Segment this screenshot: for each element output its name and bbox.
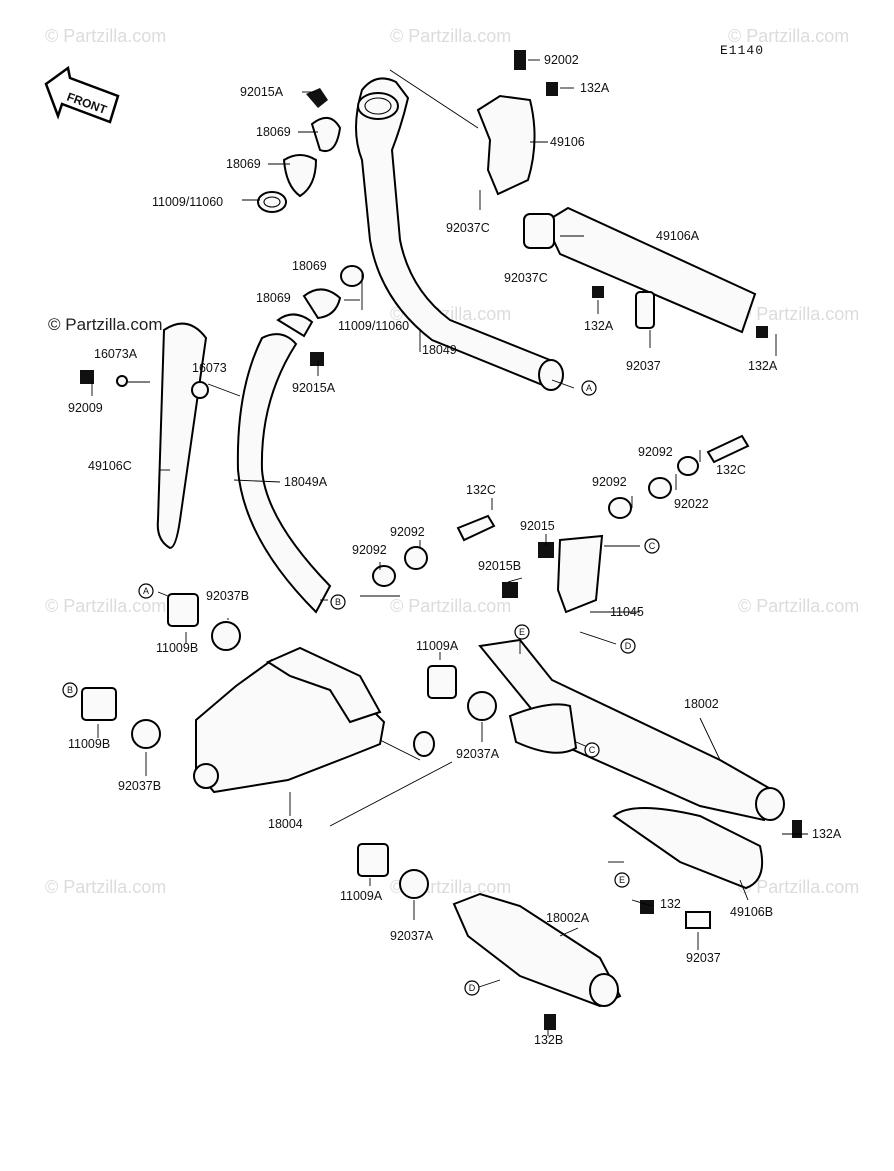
part-label-92009: 92009 [68, 401, 103, 415]
bolts [514, 50, 802, 1030]
part-label-132a: 132A [580, 81, 610, 95]
clamp-92037A [467, 691, 497, 721]
watermark: © Partzilla.com [45, 596, 166, 616]
gasket-11009B [167, 593, 199, 627]
part-label-18069: 18069 [256, 291, 291, 305]
heat-shield-49106C [156, 322, 208, 550]
part-label-11009b: 11009B [68, 737, 110, 751]
part-label-92037a: 92037A [456, 747, 500, 761]
heat-shield-49106B [612, 807, 764, 890]
part-label-92092: 92092 [592, 475, 627, 489]
part-label-92022: 92022 [674, 497, 709, 511]
leader-lines [91, 59, 808, 1036]
callout-c: C [589, 745, 596, 755]
part-label-132: 132 [660, 897, 681, 911]
part-label-92037a: 92037A [390, 929, 434, 943]
clamp-92037B-2 [131, 719, 161, 749]
part-label-49106a: 49106A [656, 229, 700, 243]
part-label-11009a: 11009A [416, 639, 459, 653]
header-pipe-18049 [355, 77, 564, 391]
gasket-11009B-2 [81, 687, 117, 721]
part-label-18002: 18002 [684, 697, 719, 711]
part-label-92092: 92092 [638, 445, 673, 459]
part-label-18049: 18049 [422, 343, 457, 357]
muffler-18002A [452, 892, 622, 1008]
heat-shield-49106 [476, 94, 536, 196]
gasket-11009A [427, 665, 457, 699]
callout-d: D [469, 983, 476, 993]
part-label-92015b: 92015B [478, 559, 521, 573]
part-label-16073a: 16073A [94, 347, 138, 361]
part-label-16073: 16073 [192, 361, 227, 375]
part-label-92092: 92092 [390, 525, 425, 539]
part-label-11009-11060: 11009/11060 [152, 195, 223, 209]
part-label-92037b: 92037B [118, 779, 161, 793]
part-label-92037: 92037 [686, 951, 721, 965]
callout-e: E [619, 875, 625, 885]
callout-b: B [335, 597, 341, 607]
watermark-dark: © Partzilla.com [48, 315, 163, 334]
part-label-132b: 132B [534, 1033, 563, 1047]
watermark: © Partzilla.com [45, 26, 166, 46]
part-label-49106b: 49106B [730, 905, 773, 919]
collector-18004 [193, 646, 435, 794]
watermark: © Partzilla.com [728, 26, 849, 46]
part-label-92002: 92002 [544, 53, 579, 67]
diagram-code: E1140 [720, 43, 764, 58]
callout-b: B [67, 685, 73, 695]
part-label-11009a: 11009A [340, 889, 383, 903]
callout-a: A [143, 586, 149, 596]
watermark: © Partzilla.com [738, 596, 859, 616]
gasket-11009A-2 [357, 843, 389, 877]
part-label-18069: 18069 [256, 125, 291, 139]
watermarks: © Partzilla.com © Partzilla.com © Partzi… [45, 26, 859, 897]
part-label-18069: 18069 [226, 157, 261, 171]
part-label-49106c: 49106C [88, 459, 132, 473]
part-label-11009b: 11009B [156, 641, 198, 655]
flange-parts-middle [276, 265, 364, 366]
callout-a: A [586, 383, 592, 393]
part-label-49106: 49106 [550, 135, 585, 149]
watermark: © Partzilla.com [738, 304, 859, 324]
bolt-icon [80, 370, 94, 384]
watermark: © Partzilla.com [45, 877, 166, 897]
callout-circles [62, 380, 660, 996]
part-label-132c: 132C [716, 463, 746, 477]
muffler-18002 [478, 638, 785, 822]
heat-shield-49106A [523, 206, 757, 334]
watermark: © Partzilla.com [390, 596, 511, 616]
watermark: © Partzilla.com [738, 877, 859, 897]
part-label-92015a: 92015A [240, 85, 284, 99]
mounting-hardware [372, 434, 750, 614]
part-label-92015a: 92015A [292, 381, 336, 395]
part-label-92092: 92092 [352, 543, 387, 557]
part-number-labels: 92002132A92015A180691806911009/110604910… [68, 53, 842, 1047]
front-arrow-icon: FRONT [44, 65, 120, 124]
part-label-11009-11060: 11009/11060 [338, 319, 409, 333]
part-label-18069: 18069 [292, 259, 327, 273]
part-label-132c: 132C [466, 483, 496, 497]
part-label-132a: 132A [584, 319, 614, 333]
clamp-92037B [211, 621, 241, 651]
part-label-92015: 92015 [520, 519, 555, 533]
part-label-132a: 132A [812, 827, 842, 841]
clamp-92037A-2 [399, 869, 429, 899]
part-label-18049a: 18049A [284, 475, 328, 489]
part-label-92037: 92037 [626, 359, 661, 373]
watermark: © Partzilla.com [390, 26, 511, 46]
part-label-18004: 18004 [268, 817, 303, 831]
flange-parts-top [257, 88, 342, 213]
part-label-11045: 11045 [610, 605, 644, 619]
part-label-18002a: 18002A [546, 911, 590, 925]
header-pipe-18049A [236, 333, 332, 614]
part-label-92037c: 92037C [446, 221, 490, 235]
part-label-92037c: 92037C [504, 271, 548, 285]
part-label-92037b: 92037B [206, 589, 249, 603]
callout-e: E [519, 627, 525, 637]
part-label-132a: 132A [748, 359, 778, 373]
callout-d: D [625, 641, 632, 651]
callout-c: C [649, 541, 656, 551]
